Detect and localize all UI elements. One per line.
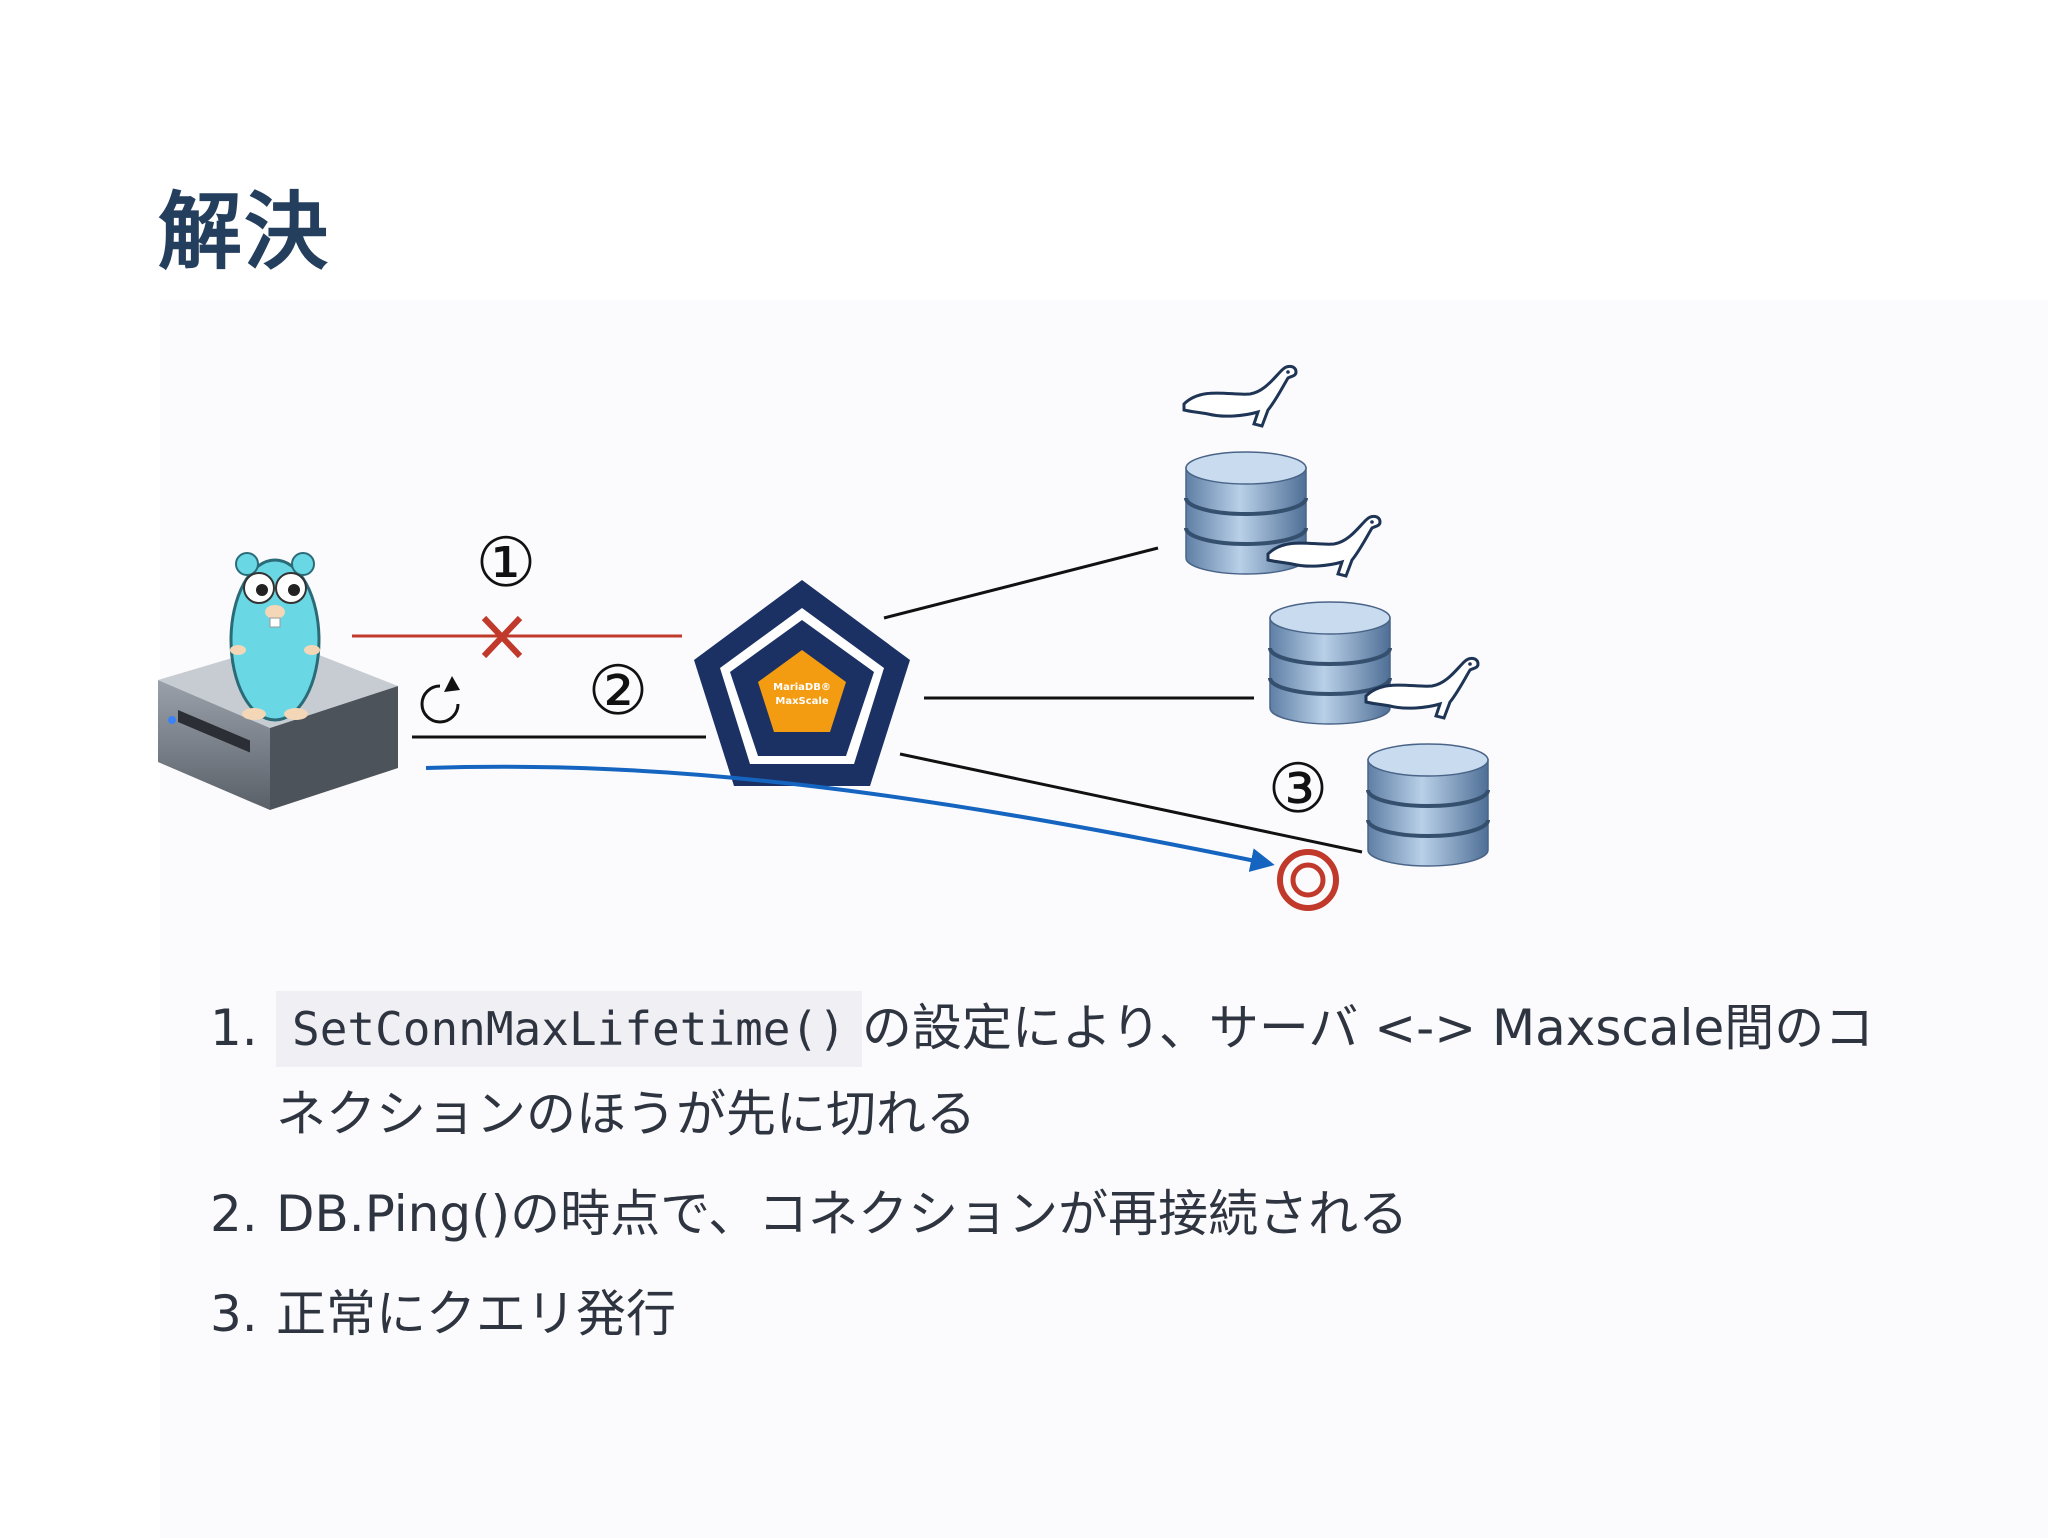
maxscale-brand-label: MariaDB® bbox=[773, 682, 831, 693]
list-item: 2. DB.Ping()の時点で、コネクションが再接続される bbox=[210, 1171, 1910, 1257]
maxscale-logo: MariaDB® MaxScale bbox=[694, 580, 910, 786]
cross-mark-icon bbox=[481, 615, 523, 659]
maxscale-name-label: MaxScale bbox=[775, 696, 828, 707]
database-icon bbox=[1366, 742, 1490, 868]
database-icon bbox=[1268, 600, 1392, 726]
step-text: DB.Ping()の時点で、コネクションが再接続される bbox=[276, 1185, 1409, 1243]
list-item: 1. SetConnMaxLifetime()の設定により、サーバ <-> Ma… bbox=[210, 985, 1910, 1157]
query-path-arrow bbox=[425, 764, 1275, 872]
mariadb-seal-icon bbox=[1182, 364, 1298, 428]
step-number: 1. bbox=[210, 999, 258, 1057]
step-number: 3. bbox=[210, 1285, 258, 1343]
code-snippet: SetConnMaxLifetime() bbox=[276, 991, 862, 1067]
step-number: 2. bbox=[210, 1185, 258, 1243]
db-link-line-3 bbox=[899, 752, 1363, 854]
slide-panel bbox=[160, 300, 2048, 1538]
step-marker-3: ③ bbox=[1268, 750, 1329, 829]
step-marker-2: ② bbox=[588, 652, 649, 731]
double-circle-icon bbox=[1277, 849, 1339, 911]
db-link-line-1 bbox=[883, 546, 1159, 620]
retry-arrow-icon bbox=[420, 676, 460, 724]
page-title: 解決 bbox=[158, 183, 331, 281]
list-item: 3. 正常にクエリ発行 bbox=[210, 1271, 1910, 1357]
step-marker-1: ① bbox=[476, 524, 537, 603]
architecture-diagram: ① ② MariaDB® MaxScale ③ bbox=[158, 364, 1490, 911]
go-gopher-icon bbox=[229, 552, 321, 722]
step-text: の設定により、サーバ <-> Maxscale間のコネクションのほうが先に切れる bbox=[276, 999, 1875, 1143]
step-text: 正常にクエリ発行 bbox=[276, 1285, 676, 1343]
steps-list: 1. SetConnMaxLifetime()の設定により、サーバ <-> Ma… bbox=[210, 985, 1910, 1371]
